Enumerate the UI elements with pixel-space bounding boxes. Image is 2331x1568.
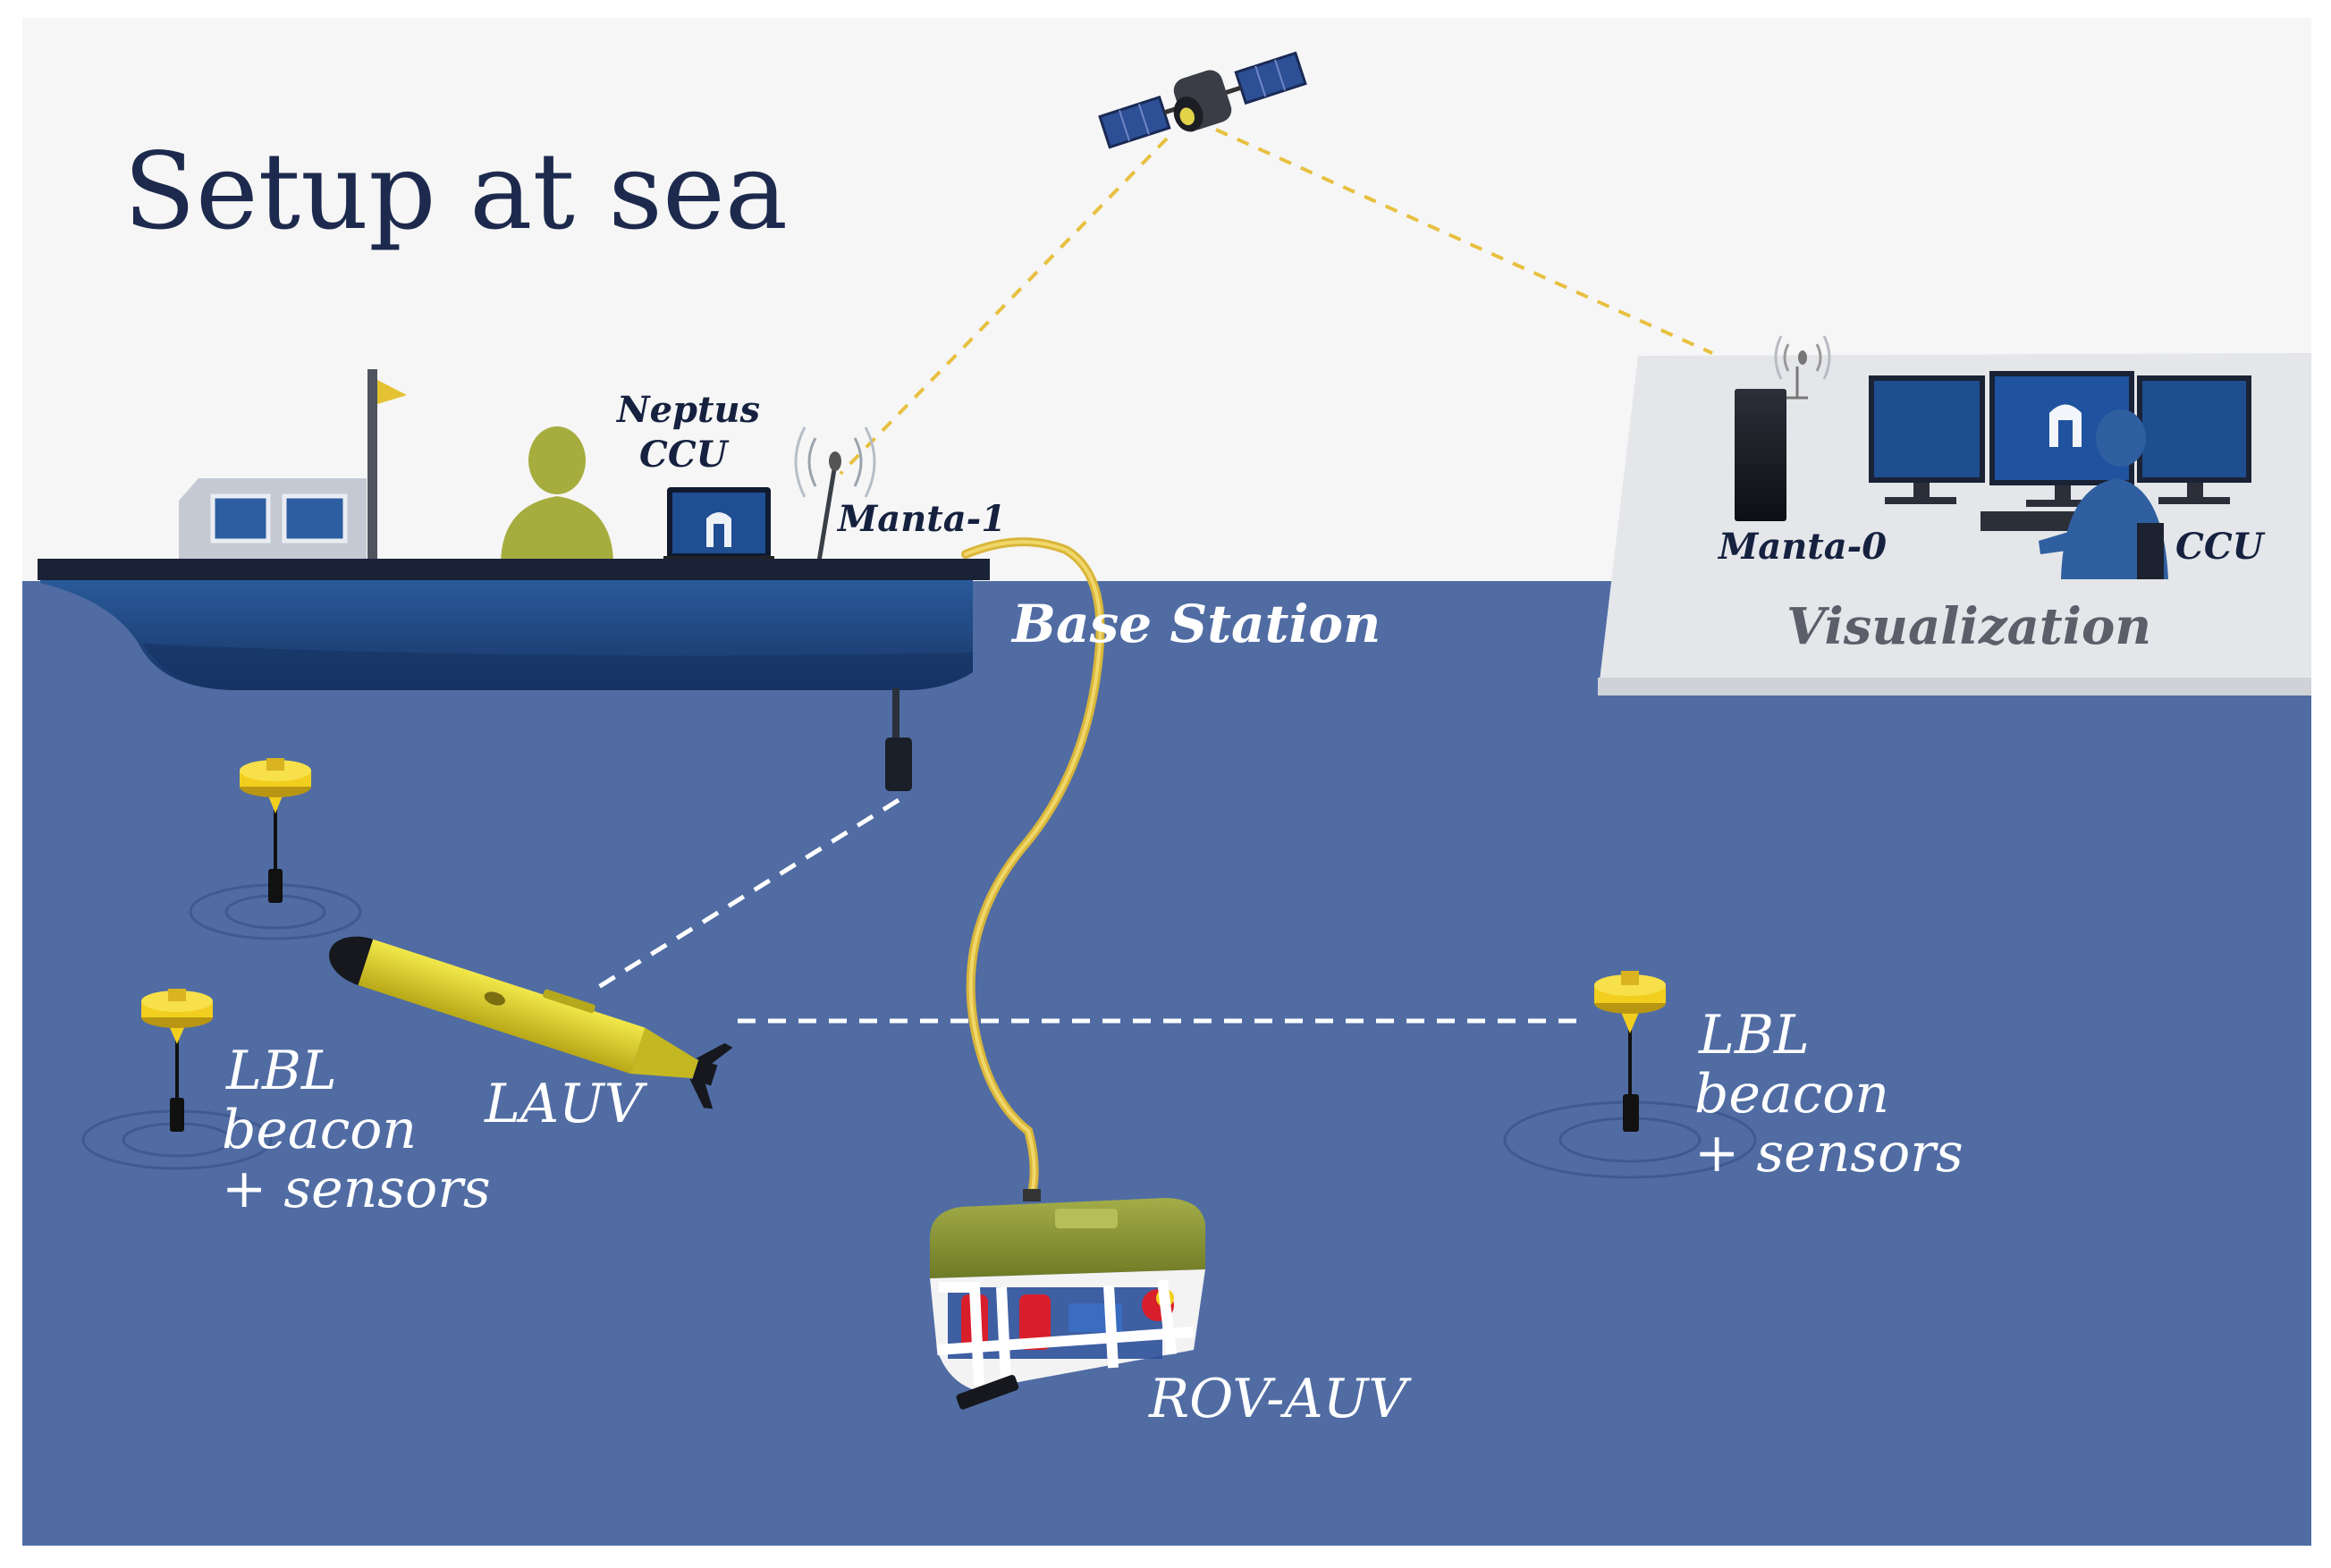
page-title: Setup at sea: [123, 130, 788, 253]
lbl-beacon-top-left: [189, 758, 362, 940]
neptus-label: Neptus: [615, 389, 760, 431]
acoustic-links: [588, 797, 1583, 1024]
manta0-label: Manta-0: [1717, 526, 1887, 568]
ccu-label: CCU: [2175, 526, 2266, 568]
lbl-beacon-right: [1503, 971, 1757, 1179]
manta1-label: Manta-1: [836, 498, 1006, 540]
svg-text:+ sensors: + sensors: [222, 1158, 491, 1220]
lauv-vehicle: [329, 936, 733, 1109]
visualization-panel: [1598, 335, 2311, 695]
base-station-label: Base Station: [1010, 594, 1381, 654]
svg-text:beacon: beacon: [222, 1099, 417, 1161]
manta0-tower-icon: [1735, 335, 1831, 521]
lbl-label-left: LBL beacon + sensors: [222, 1040, 491, 1220]
rov-auv-vehicle: [930, 1189, 1205, 1410]
svg-text:LBL: LBL: [1698, 1004, 1810, 1066]
operator-icon: [2039, 409, 2168, 579]
laptop-icon: [663, 487, 774, 563]
rov-auv-label: ROV-AUV: [1148, 1368, 1412, 1430]
svg-text:LBL: LBL: [225, 1040, 337, 1102]
visualization-label: Visualization: [1786, 597, 2151, 656]
svg-text:+ sensors: + sensors: [1694, 1122, 1964, 1184]
ccu-boat-label: CCU: [639, 434, 730, 476]
satellite-icon: [1098, 51, 1307, 149]
manta1-antenna-icon: [794, 426, 876, 562]
lbl-beacon-bottom-left: [81, 989, 273, 1170]
satellite-links: [839, 128, 1713, 476]
person-icon: [501, 426, 613, 561]
lauv-label: LAUV: [484, 1073, 648, 1135]
svg-text:beacon: beacon: [1694, 1063, 1889, 1125]
lbl-label-right: LBL beacon + sensors: [1694, 1004, 1964, 1184]
boat: [38, 369, 990, 791]
sea-background: [22, 581, 2311, 1546]
monitors-icon: [1869, 371, 2251, 531]
